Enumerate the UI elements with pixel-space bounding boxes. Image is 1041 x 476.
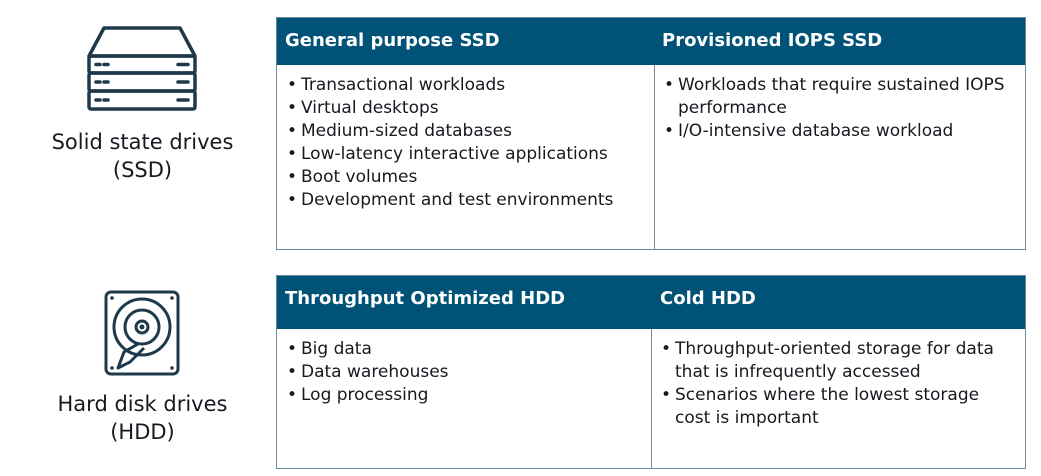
list-item: Throughput-oriented storage for data tha… xyxy=(659,338,1015,384)
list-item: Medium-sized databases xyxy=(285,120,644,143)
throughput-optimized-hdd-header: Throughput Optimized HDD xyxy=(285,288,566,309)
list-item: Development and test environments xyxy=(285,189,644,212)
hard-disk-icon xyxy=(104,290,180,376)
ssd-label: Solid state drives (SSD) xyxy=(30,128,255,184)
cold-hdd-cell: Throughput-oriented storage for data tha… xyxy=(652,329,1025,468)
cold-hdd-header: Cold HDD xyxy=(660,288,756,309)
general-purpose-ssd-header: General purpose SSD xyxy=(285,30,500,51)
list-item: Boot volumes xyxy=(285,166,644,189)
list-item: Scenarios where the lowest storage cost … xyxy=(659,384,1015,430)
ssd-table: General purpose SSD Provisioned IOPS SSD… xyxy=(276,17,1026,250)
list-item: I/O-intensive database workload xyxy=(662,120,1015,143)
cold-hdd-list: Throughput-oriented storage for data tha… xyxy=(659,338,1015,430)
list-item: Workloads that require sustained IOPS pe… xyxy=(662,74,1015,120)
ssd-column-divider xyxy=(654,65,655,249)
ssd-label-line-1: Solid state drives xyxy=(51,130,234,154)
throughput-optimized-hdd-cell: Big data Data warehouses Log processing xyxy=(277,329,651,468)
ssd-table-header: General purpose SSD Provisioned IOPS SSD xyxy=(277,18,1025,65)
hdd-label: Hard disk drives (HDD) xyxy=(30,390,255,446)
list-item: Transactional workloads xyxy=(285,74,644,97)
list-item: Data warehouses xyxy=(285,361,641,384)
hdd-label-line-2: (HDD) xyxy=(110,420,175,444)
list-item: Log processing xyxy=(285,384,641,407)
hdd-table: Throughput Optimized HDD Cold HDD Big da… xyxy=(276,275,1026,469)
hdd-column-divider xyxy=(651,329,652,468)
hdd-table-header: Throughput Optimized HDD Cold HDD xyxy=(277,276,1025,329)
provisioned-iops-ssd-list: Workloads that require sustained IOPS pe… xyxy=(662,74,1015,143)
provisioned-iops-ssd-cell: Workloads that require sustained IOPS pe… xyxy=(655,65,1025,249)
stacked-drive-icon xyxy=(84,24,200,114)
list-item: Virtual desktops xyxy=(285,97,644,120)
ssd-label-line-2: (SSD) xyxy=(112,158,173,182)
throughput-optimized-hdd-list: Big data Data warehouses Log processing xyxy=(285,338,641,407)
hdd-label-line-1: Hard disk drives xyxy=(57,392,228,416)
general-purpose-ssd-cell: Transactional workloads Virtual desktops… xyxy=(277,65,654,249)
list-item: Low-latency interactive applications xyxy=(285,143,644,166)
list-item: Big data xyxy=(285,338,641,361)
general-purpose-ssd-list: Transactional workloads Virtual desktops… xyxy=(285,74,644,212)
provisioned-iops-ssd-header: Provisioned IOPS SSD xyxy=(662,30,883,51)
